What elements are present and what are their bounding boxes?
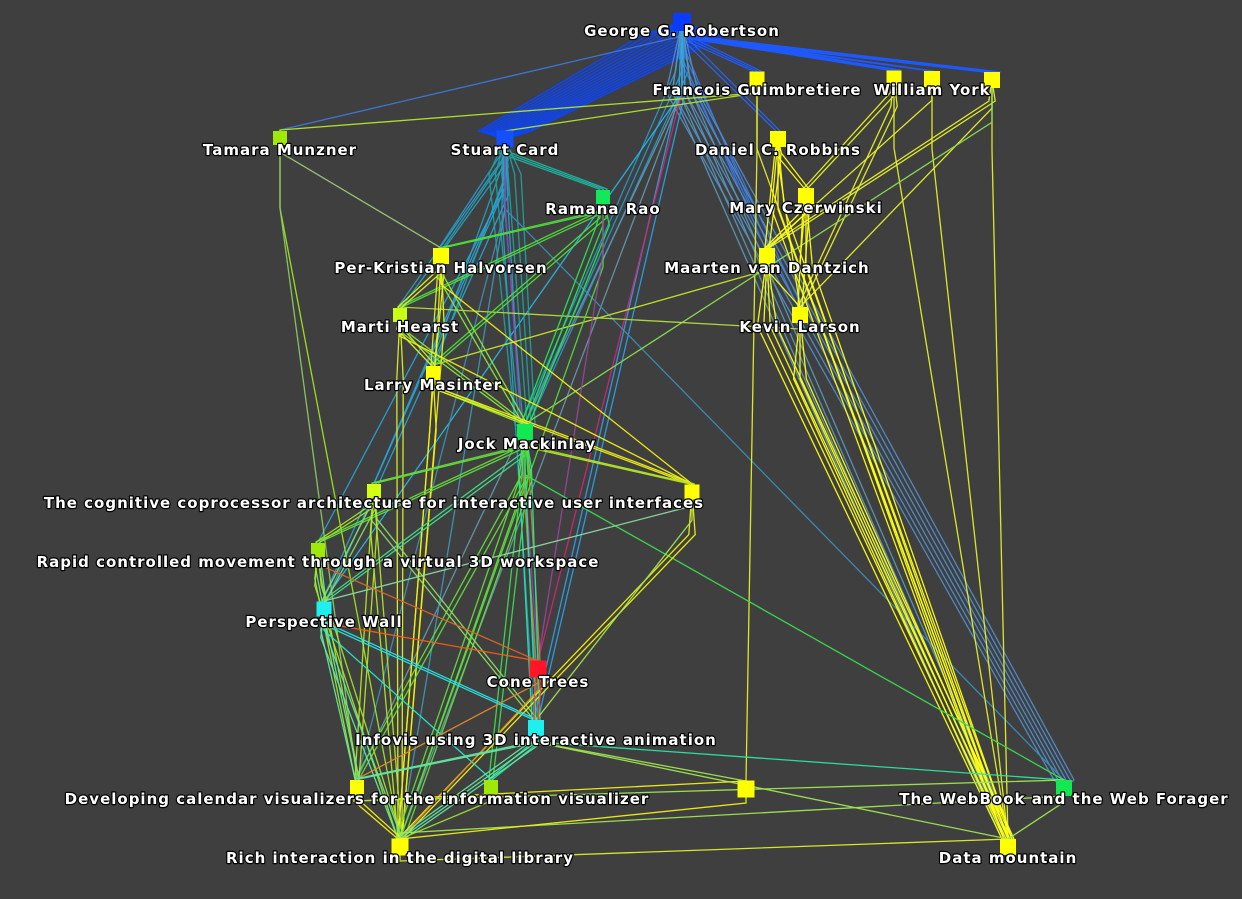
node-unlabeled-cognitive2[interactable] <box>684 484 700 500</box>
label-tamara-munzner: Tamara Munzner <box>203 141 357 159</box>
nodes-layer <box>273 13 1072 856</box>
node-unlabeled-calendar2[interactable] <box>484 780 498 794</box>
node-webbook-web-forager[interactable] <box>1056 780 1072 796</box>
node-george-robertson[interactable] <box>673 13 691 31</box>
edge-munzner-calendar-0 <box>279 138 358 787</box>
label-ramana-rao: Ramana Rao <box>545 200 660 218</box>
node-calendar-visualizers[interactable] <box>350 780 364 794</box>
node-kevin-larson[interactable] <box>792 307 808 323</box>
node-jock-mackinlay[interactable] <box>517 424 533 440</box>
label-francois-guimbretiere: Francois Guimbretiere <box>652 81 861 99</box>
node-per-kristian-halvorsen[interactable] <box>433 248 449 264</box>
label-kevin-larson: Kevin Larson <box>739 318 860 336</box>
label-per-kristian-halvorsen: Per-Kristian Halvorsen <box>334 259 547 277</box>
edge-czerwinski-datamountain-1 <box>805 196 1009 847</box>
label-mary-czerwinski: Mary Czerwinski <box>729 199 882 217</box>
label-rich-interaction-digital-library: Rich interaction in the digital library <box>226 849 574 867</box>
edge-robertson-webbook-5 <box>681 21 1075 789</box>
edge-mackinlay-perspective-1 <box>323 431 529 610</box>
edge-robertson-webbook-1 <box>671 21 1065 789</box>
node-cone-trees[interactable] <box>529 660 547 678</box>
label-stuart-card: Stuart Card <box>451 141 560 159</box>
node-maarten-van-dantzich[interactable] <box>759 248 775 264</box>
node-william-york[interactable] <box>886 70 902 86</box>
node-data-mountain[interactable] <box>1000 839 1016 855</box>
label-jock-mackinlay: Jock Mackinlay <box>457 435 596 453</box>
node-perspective-wall[interactable] <box>316 601 332 617</box>
edge-card-perspective-1 <box>323 138 509 610</box>
edge-robbins-datamountain-2 <box>777 138 1013 848</box>
node-unlabeled-york2[interactable] <box>924 71 940 87</box>
node-larry-masinter[interactable] <box>426 366 440 380</box>
edge-robertson-card-2 <box>485 21 683 140</box>
label-infovis-3d-animation: Infovis using 3D interactive animation <box>355 731 717 749</box>
edge-york3-larson-0 <box>799 80 993 315</box>
edge-robertson-infovis-0 <box>533 21 683 729</box>
label-cognitive-coprocessor: The cognitive coprocessor architecture f… <box>44 494 704 512</box>
label-rapid-controlled-movement: Rapid controlled movement through a virt… <box>37 553 600 571</box>
node-unlabeled[interactable] <box>737 780 755 798</box>
node-francois-guimbretiere[interactable] <box>749 71 765 87</box>
label-daniel-robbins: Daniel C. Robbins <box>695 141 861 159</box>
label-william-york: William York <box>873 81 990 99</box>
node-ramana-rao[interactable] <box>596 190 610 204</box>
edge-guimbretiere-unlabeled-0 <box>745 79 758 789</box>
edge-czerwinski-datamountain-2 <box>805 195 1013 848</box>
node-unlabeled-york3[interactable] <box>984 72 1000 88</box>
node-tamara-munzner[interactable] <box>273 131 287 145</box>
edge-york3-datamountain-0 <box>991 80 1009 847</box>
label-larry-masinter: Larry Masinter <box>364 376 502 394</box>
label-cone-trees: Cone Trees <box>487 673 590 691</box>
labels-layer: George G. Robertson Francois Guimbretier… <box>35 21 1229 868</box>
node-stuart-card[interactable] <box>496 130 514 148</box>
label-calendar-visualizers: Developing calendar visualizers for the … <box>65 790 650 808</box>
node-rapid-controlled-movement[interactable] <box>311 543 325 557</box>
node-marti-hearst[interactable] <box>393 308 407 322</box>
label-george-robertson: George G. Robertson <box>584 22 780 40</box>
node-mary-czerwinski[interactable] <box>798 188 814 204</box>
node-daniel-robbins[interactable] <box>770 131 786 147</box>
edge-robertson-card-13 <box>504 21 726 140</box>
label-perspective-wall: Perspective Wall <box>245 613 402 631</box>
edge-robertson-card-1 <box>481 21 683 140</box>
node-infovis-3d-animation[interactable] <box>528 720 544 736</box>
label-data-mountain: Data mountain <box>939 849 1078 867</box>
label-maarten-van-dantzich: Maarten van Dantzich <box>664 259 869 277</box>
node-cognitive-coprocessor[interactable] <box>367 484 381 498</box>
label-webbook-web-forager: The WebBook and the Web Forager <box>899 790 1228 808</box>
label-marti-hearst: Marti Hearst <box>341 318 459 336</box>
node-rich-interaction-digital-library[interactable] <box>391 838 409 856</box>
